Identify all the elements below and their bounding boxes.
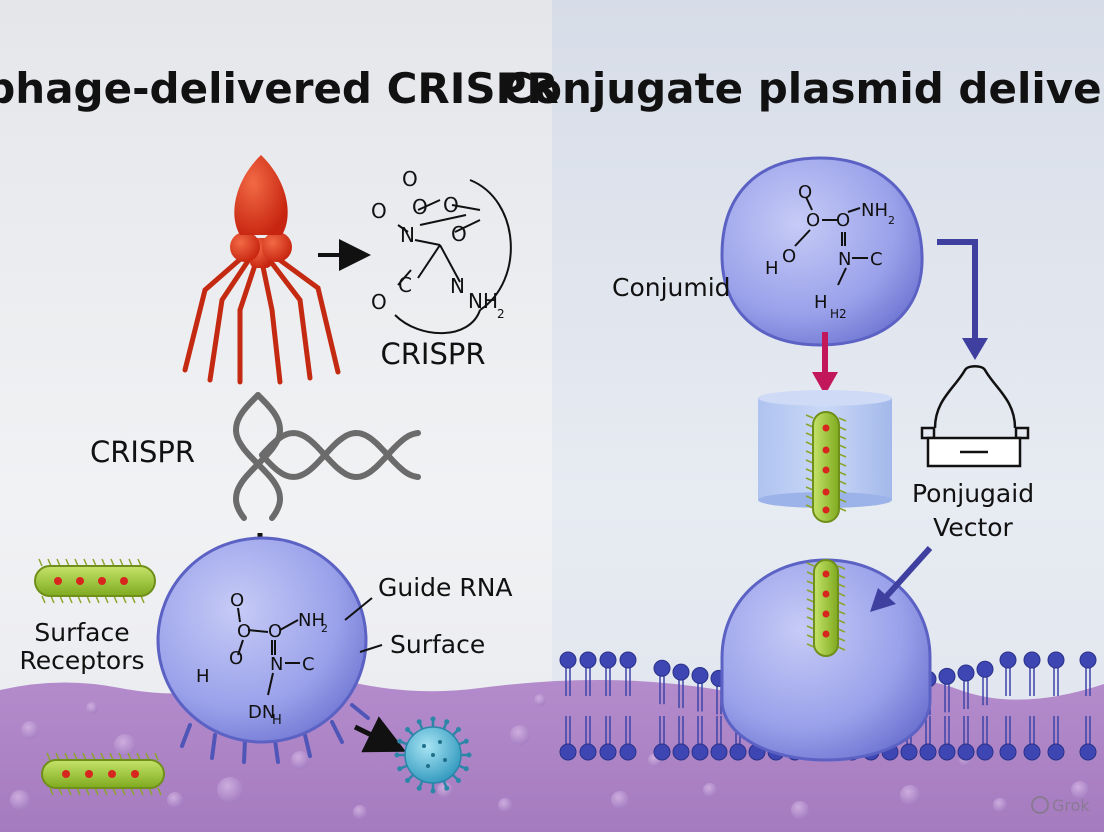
- dna-label: CRISPR: [90, 435, 195, 469]
- watermark-logo-icon: [1031, 796, 1049, 814]
- atom-label: N: [838, 249, 851, 270]
- crispr-molecule-atoms: O O O O N O O C N NH 2: [371, 167, 505, 321]
- conjumid-cell: [720, 156, 924, 347]
- atom-label: NH: [468, 289, 498, 313]
- atom-label: O: [371, 290, 387, 314]
- atom-label: O: [371, 199, 387, 223]
- atom-label: H: [272, 713, 282, 728]
- crispr-molecule-caption: CRISPR: [381, 337, 486, 371]
- atom-label: N: [450, 274, 465, 298]
- phage-illustration: [182, 155, 341, 385]
- virus-particle: [394, 716, 472, 794]
- atom-label: 2: [321, 622, 328, 635]
- atom-label: O: [806, 210, 820, 231]
- surface-receptors-label-line2: Receptors: [19, 646, 144, 675]
- watermark: Grok: [1031, 796, 1090, 815]
- atom-label: O: [836, 210, 850, 231]
- atom-label: C: [302, 654, 315, 675]
- surface-label: Surface: [390, 630, 485, 659]
- arrow-cell-to-virus: [353, 716, 406, 753]
- bacterium-in-tube: [805, 411, 847, 523]
- conjumid-label: Conjumid: [612, 273, 731, 302]
- atom-label: O: [451, 222, 467, 246]
- atom-label: C: [870, 249, 883, 270]
- atom-label: O: [268, 621, 282, 642]
- atom-label: O: [443, 193, 459, 217]
- conjumid-molecule-bonds: [794, 196, 868, 286]
- atom-label: O: [230, 590, 244, 611]
- atom-label: H: [814, 292, 828, 313]
- atom-label: O: [402, 167, 418, 191]
- membrane-vesicles: [10, 694, 1089, 819]
- crispr-molecule-structure: [394, 179, 512, 335]
- membrane-layer: [0, 677, 1104, 832]
- atom-label: H: [765, 258, 779, 279]
- vector-label-line2: Vector: [933, 513, 1013, 542]
- atom-label: C: [398, 273, 412, 297]
- right-title: Conjugate plasmid delivery: [502, 64, 1104, 113]
- atom-label: NH: [298, 610, 325, 631]
- atom-label: 2: [888, 214, 895, 227]
- vector-device-icon: [920, 365, 1030, 468]
- cell-left-molecule-bonds: [237, 607, 300, 696]
- arrow-vector-to-cell: [870, 545, 933, 612]
- target-cell-left: [156, 536, 370, 764]
- left-title: phage-delivered CRISPR: [0, 64, 559, 113]
- atom-label: H2: [830, 307, 847, 321]
- atom-label: O: [798, 182, 812, 203]
- fusing-cell: [720, 558, 932, 762]
- atom-label: O: [412, 195, 428, 219]
- guide-rna-leader: [344, 597, 373, 621]
- atom-label: O: [229, 648, 243, 669]
- atom-label: 2: [497, 307, 505, 321]
- conjumid-molecule-atoms: O O O NH 2 H O N C H H2: [765, 182, 895, 321]
- watermark-text: Grok: [1052, 796, 1090, 815]
- atom-label: NH: [861, 200, 888, 221]
- atom-label: N: [270, 654, 283, 675]
- surface-receptors-label-line1: Surface: [34, 618, 129, 647]
- atom-label: O: [782, 246, 796, 267]
- surface-leader: [359, 644, 383, 653]
- dna-backbone: [232, 392, 421, 521]
- atom-label: O: [237, 621, 251, 642]
- bacterium-entering-cell: [806, 559, 846, 657]
- bacterium-top-left: [34, 558, 156, 604]
- cell-left-molecule-atoms: O O O NH 2 H O N C DN H: [196, 590, 328, 728]
- atom-label: DN: [248, 702, 275, 723]
- arrow-cell-to-vector: [937, 239, 988, 360]
- atom-label: N: [400, 223, 415, 247]
- bacterium-bottom-left: [41, 752, 165, 796]
- guide-rna-label: Guide RNA: [378, 573, 513, 602]
- dna-double-helix: [232, 392, 421, 521]
- atom-label: H: [196, 666, 210, 687]
- arrow-cell-to-tube: [812, 332, 838, 395]
- vector-label-line1: Ponjugaid: [912, 479, 1034, 508]
